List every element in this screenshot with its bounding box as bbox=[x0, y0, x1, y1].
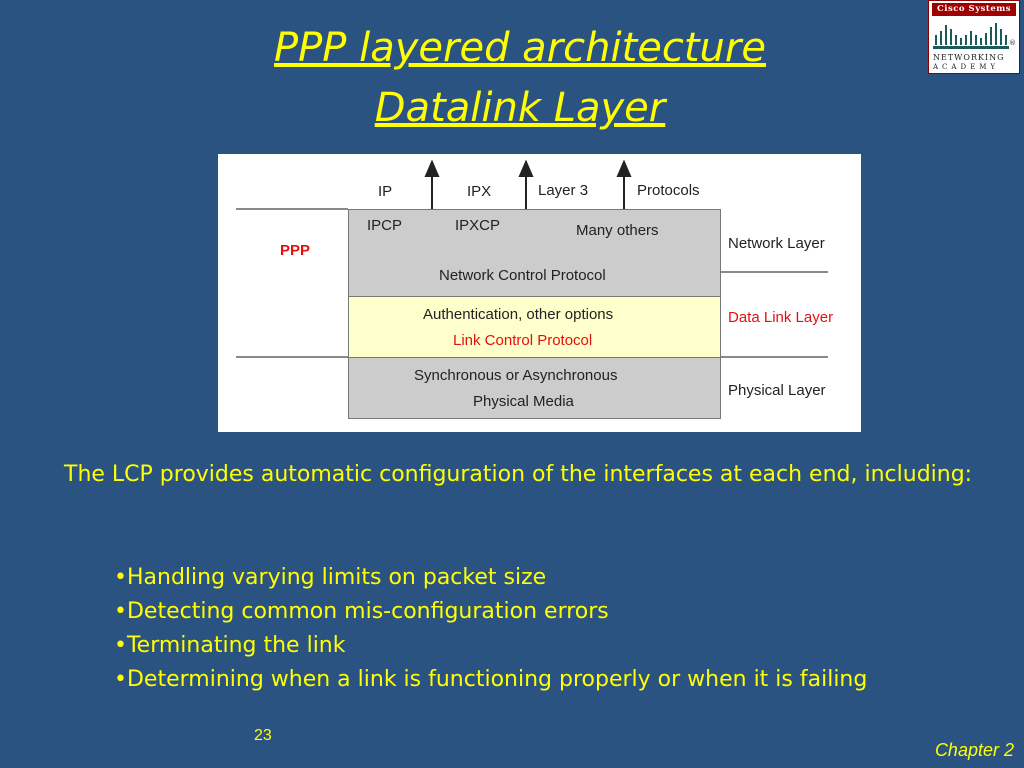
logo-brand: Cisco Systems bbox=[932, 3, 1016, 16]
label-ipx: IPX bbox=[467, 183, 492, 200]
physical-box bbox=[348, 357, 721, 419]
phys-sync-async: Synchronous or Asynchronous bbox=[414, 367, 618, 384]
bullet-list: •Handling varying limits on packet size … bbox=[114, 561, 974, 697]
label-protocols: Protocols bbox=[637, 182, 700, 199]
cisco-networking-academy-logo: Cisco Systems ® Networking Academy bbox=[928, 0, 1020, 74]
label-ip: IP bbox=[378, 183, 393, 200]
bullet-item: •Handling varying limits on packet size bbox=[114, 565, 547, 590]
ppp-label: PPP bbox=[280, 242, 311, 259]
ppp-architecture-diagram: IP IPX Layer 3 Protocols PPP IPCP IPXCP … bbox=[218, 154, 861, 432]
layer-network: Network Layer bbox=[728, 235, 825, 252]
ncp-name: Network Control Protocol bbox=[439, 267, 606, 284]
ncp-many-others: Many others bbox=[576, 222, 659, 239]
logo-line-academy: Academy bbox=[933, 63, 999, 71]
ncp-box bbox=[348, 209, 721, 297]
lcp-name: Link Control Protocol bbox=[453, 332, 593, 349]
label-layer3: Layer 3 bbox=[538, 182, 589, 199]
ncp-ipcp: IPCP bbox=[367, 217, 403, 234]
ncp-ipxcp: IPXCP bbox=[455, 217, 501, 234]
bridge-icon bbox=[933, 23, 1009, 49]
bullet-item: •Detecting common mis-configuration erro… bbox=[114, 599, 609, 624]
slide-title: PPP layered architecture bbox=[274, 25, 766, 71]
body-paragraph: The LCP provides automatic configuration… bbox=[64, 462, 973, 487]
registered-mark: ® bbox=[1009, 39, 1016, 47]
bullet-item: •Determining when a link is functioning … bbox=[114, 667, 868, 692]
page-number: 23 bbox=[254, 727, 272, 744]
layer-physical: Physical Layer bbox=[728, 382, 826, 399]
logo-line-networking: Networking bbox=[933, 53, 1005, 62]
lcp-options: Authentication, other options bbox=[423, 306, 614, 323]
chapter-label: Chapter 2 bbox=[934, 740, 1014, 760]
bullet-item: •Terminating the link bbox=[114, 633, 346, 658]
layer-datalink: Data Link Layer bbox=[728, 309, 834, 326]
slide-subtitle: Datalink Layer bbox=[374, 85, 666, 131]
phys-media: Physical Media bbox=[473, 393, 574, 410]
